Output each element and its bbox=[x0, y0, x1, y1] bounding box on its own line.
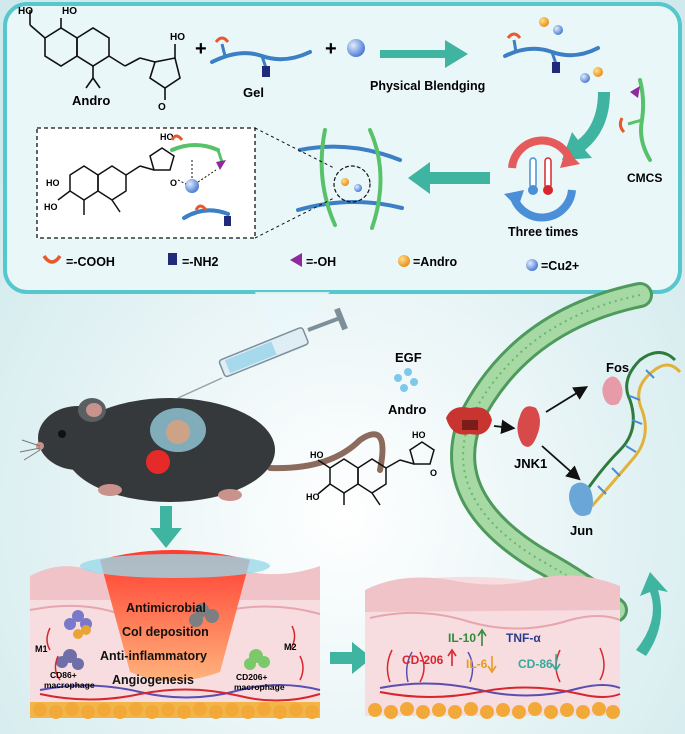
macrophage1-label: macrophage bbox=[44, 680, 95, 690]
andro-molecule-inset bbox=[57, 147, 175, 215]
il6-label: IL-6 bbox=[466, 657, 488, 671]
mid-ho-2: HO bbox=[306, 492, 320, 502]
legend-cu-label: =Cu2+ bbox=[541, 259, 579, 273]
egf-particles bbox=[394, 368, 418, 392]
gel-label: Gel bbox=[243, 85, 264, 100]
arrow-jnk1-jun bbox=[541, 445, 581, 481]
syringe bbox=[177, 307, 348, 399]
dna-helix bbox=[578, 351, 682, 507]
physical-blending-label: Physical Blendging bbox=[370, 79, 485, 93]
gel-strand bbox=[210, 36, 312, 77]
legend-item-cu: =Cu2+ bbox=[526, 259, 579, 273]
arrow-jnk1-fos bbox=[545, 386, 589, 413]
ho-label-2: HO bbox=[62, 6, 77, 17]
cd206-left-label: CD206+ bbox=[236, 672, 267, 682]
andro-molecule-middle bbox=[317, 441, 435, 506]
arrow-back-to-pathway bbox=[636, 572, 668, 656]
plus-sign-1: + bbox=[195, 38, 207, 60]
m2-label: M2 bbox=[284, 642, 297, 652]
blended-strand bbox=[503, 17, 603, 83]
il6-down-arrowhead bbox=[487, 665, 497, 674]
three-times-label: Three times bbox=[508, 225, 578, 239]
tnfa-label: TNF-α bbox=[506, 631, 541, 645]
legend-andro-label: =Andro bbox=[413, 255, 457, 269]
inset-ho-2: HO bbox=[44, 202, 58, 212]
jun-protein bbox=[569, 482, 593, 516]
jun-label: Jun bbox=[570, 523, 593, 538]
col-deposition-label: Col deposition bbox=[122, 625, 209, 639]
ho-label-3: HO bbox=[170, 32, 185, 43]
mid-ho-1: HO bbox=[310, 450, 324, 460]
legend-nh2-label: =-NH2 bbox=[182, 255, 219, 269]
fos-label: Fos bbox=[606, 360, 629, 375]
wound-left bbox=[29, 550, 321, 719]
inset-ho-1: HO bbox=[46, 178, 60, 188]
arrow-to-network bbox=[408, 162, 490, 194]
pathway-andro-label: Andro bbox=[388, 402, 426, 417]
legend-oh-label: =-OH bbox=[306, 255, 336, 269]
anti-inflammatory-label: Anti-inflammatory bbox=[100, 649, 207, 663]
curved-arrow-down bbox=[562, 92, 610, 160]
cu-ion-sphere bbox=[347, 39, 365, 57]
cd86-label: CD86+ bbox=[50, 670, 77, 680]
legend-item-andro: =Andro bbox=[398, 255, 457, 269]
egf-receptor bbox=[446, 407, 492, 435]
mid-o: O bbox=[430, 468, 437, 478]
cmcs-strand bbox=[618, 78, 652, 162]
wound-right bbox=[365, 575, 621, 719]
blending-arrow bbox=[380, 40, 468, 68]
arrow-mouse-wound bbox=[150, 506, 182, 548]
cd206-up-arrowhead bbox=[447, 648, 457, 657]
inset-ho-3: HO bbox=[160, 132, 174, 142]
antimicrobial-label: Antimicrobial bbox=[126, 601, 206, 615]
egf-label: EGF bbox=[395, 350, 422, 365]
zoom-line-bottom bbox=[254, 197, 335, 239]
legend-item-cooh: =-COOH bbox=[42, 254, 115, 269]
legend-item-oh: =-OH bbox=[290, 253, 336, 269]
il10-up-arrowhead bbox=[477, 628, 487, 637]
andro-molecule-top bbox=[29, 10, 181, 100]
plus-sign-2: + bbox=[325, 38, 337, 60]
mid-ho-3: HO bbox=[412, 430, 426, 440]
cd86-down-arrowhead bbox=[551, 663, 561, 672]
o-label: O bbox=[158, 102, 166, 113]
inset-bonding bbox=[170, 134, 231, 226]
ho-label-1: HO bbox=[18, 6, 33, 17]
arrow-receptor-jnk1 bbox=[493, 419, 516, 434]
m1-label: M1 bbox=[35, 644, 48, 654]
cycle-icon bbox=[504, 136, 580, 222]
angiogenesis-label: Angiogenesis bbox=[112, 673, 194, 687]
jnk1-label: JNK1 bbox=[514, 456, 547, 471]
legend: =-COOH =-NH2 =-OH =Andro =Cu2+ bbox=[42, 253, 579, 273]
cmcs-label: CMCS bbox=[627, 171, 662, 185]
legend-cooh-label: =-COOH bbox=[66, 255, 115, 269]
cd206-right-label: CD-206 bbox=[402, 653, 444, 667]
fos-protein bbox=[602, 376, 623, 406]
legend-item-nh2: =-NH2 bbox=[168, 253, 219, 269]
macrophage2-label: macrophage bbox=[234, 682, 285, 692]
jnk1-protein bbox=[517, 406, 540, 447]
zoom-line-top bbox=[254, 127, 335, 169]
inset-o: O bbox=[170, 178, 177, 188]
zoom-inset bbox=[36, 127, 256, 239]
mouse bbox=[19, 398, 386, 502]
hydrogel-network bbox=[296, 128, 404, 230]
andro-label: Andro bbox=[72, 93, 110, 108]
cd86-right-label: CD-86 bbox=[518, 657, 553, 671]
arrow-wound-healed bbox=[330, 642, 372, 674]
il10-label: IL-10 bbox=[448, 631, 476, 645]
